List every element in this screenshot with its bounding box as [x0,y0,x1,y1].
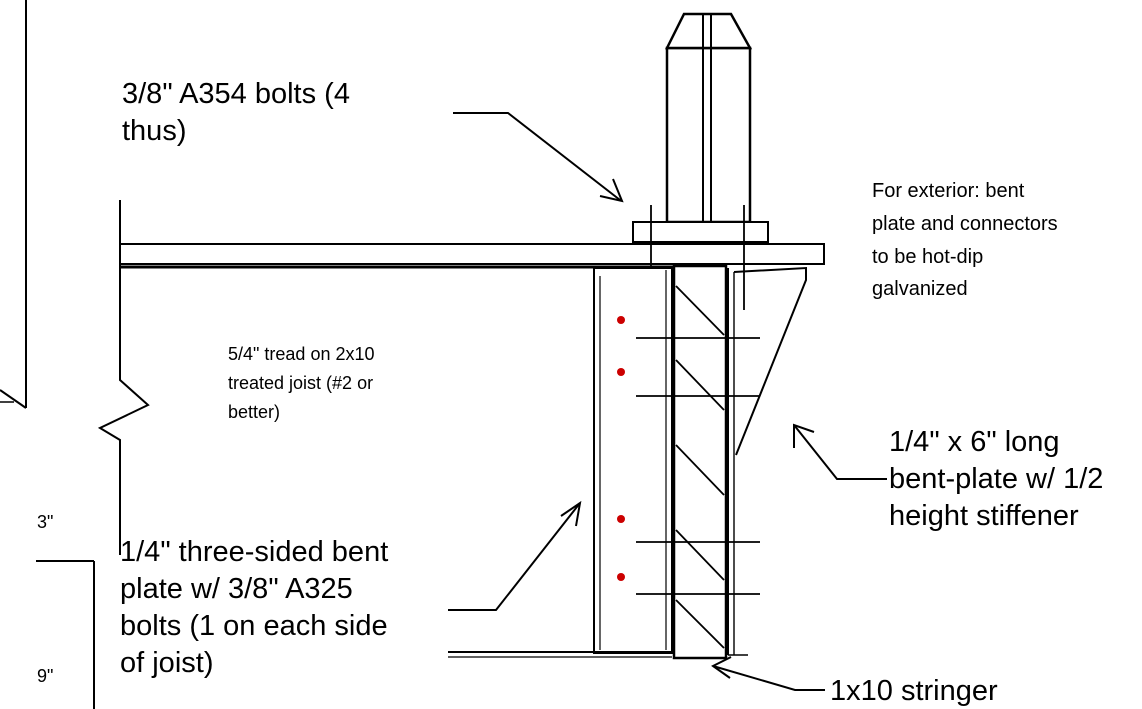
dimension-3-inch: 3" [37,512,53,532]
a325-bolt-dot [617,368,625,376]
bent-plate-with-stiffener [727,266,807,656]
label-stringer: 1x10 stringer [830,675,998,707]
left-dimension-frame [36,560,95,709]
break-line [97,264,150,555]
a325-bolt-dot [617,573,625,581]
leader-stringer [711,656,825,691]
dimension-9-inch: 9" [37,666,53,686]
label-bent-plate-long: 1/4" x 6" long bent-plate w/ 1/2 height … [889,426,1111,532]
leader-bolts-a354 [453,112,624,203]
leader-bent-plate-long [793,423,887,480]
joist-bolts [636,337,760,595]
label-tread: 5/4" tread on 2x10 treated joist (#2 or … [228,344,380,422]
three-sided-bent-plate [593,267,673,654]
stringer [672,264,728,660]
left-frame [0,0,27,409]
post-base-plate [632,221,769,243]
post [664,12,753,224]
a325-bolt-dot [617,316,625,324]
label-bolts-a354: 3/8" A354 bolts (4 thus) [122,78,358,147]
leader-three-sided-plate [448,500,582,611]
a325-bolt-dot [617,515,625,523]
label-exterior-note: For exterior: bent plate and connectors … [872,180,1063,300]
joist-bottom-line [448,651,672,658]
label-three-sided-plate: 1/4" three-sided bent plate w/ 3/8" A325… [120,536,396,679]
tread-board [97,200,825,555]
